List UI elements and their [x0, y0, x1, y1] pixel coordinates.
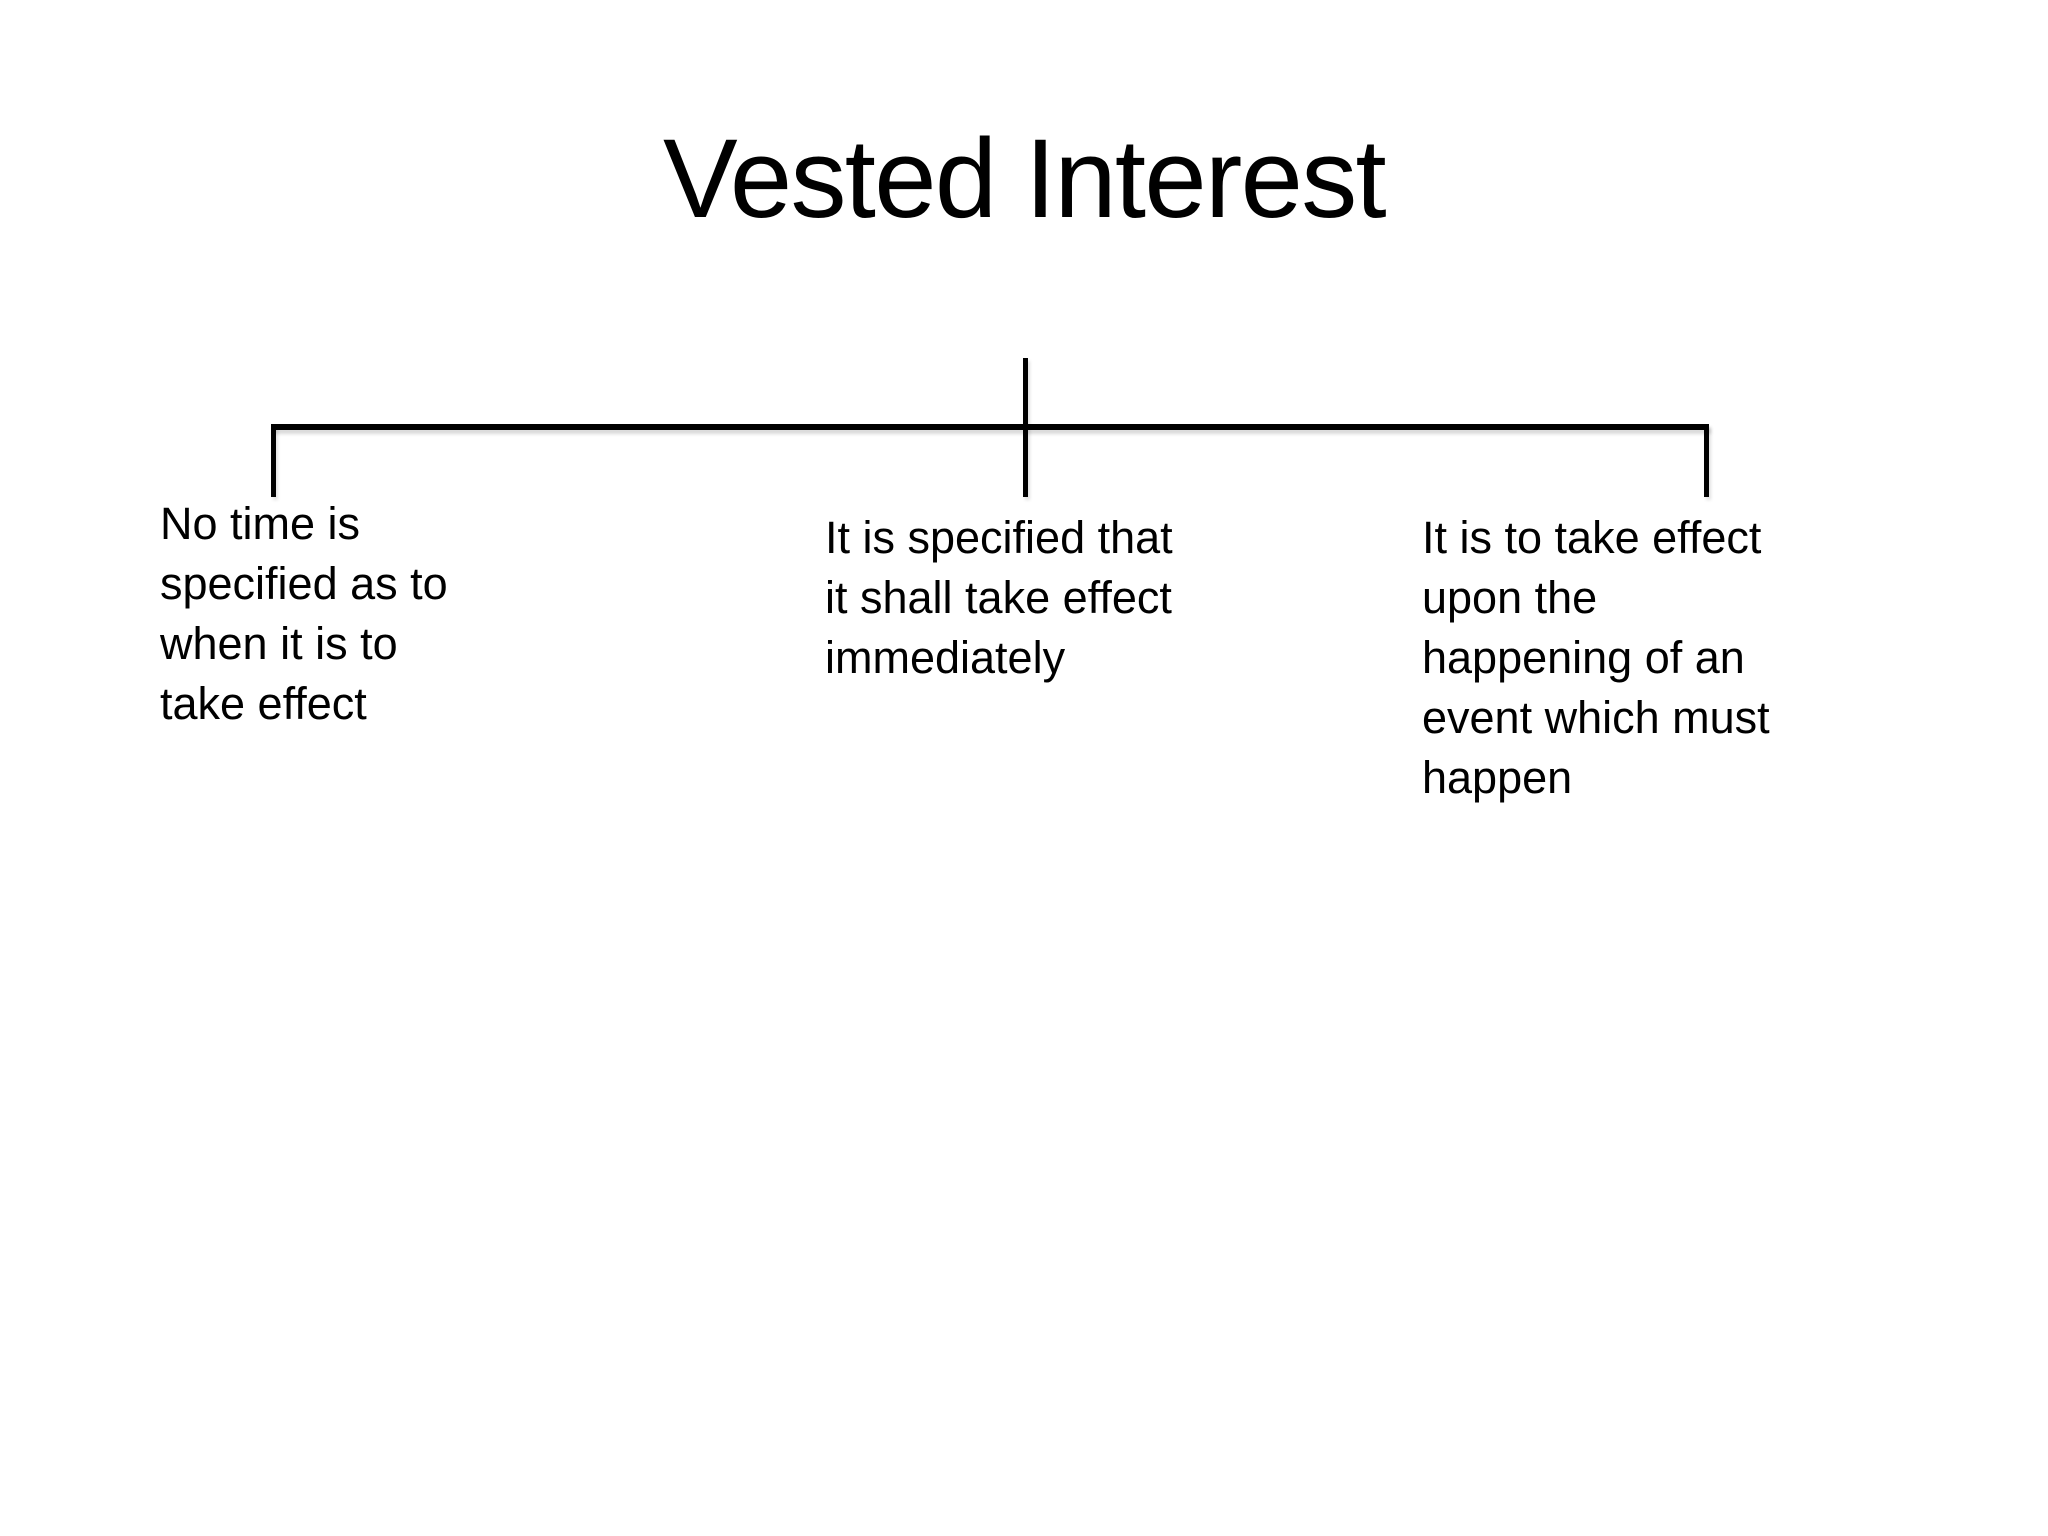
branch-label-no-time-specified: No time is specified as to when it is to…: [160, 498, 448, 729]
tree-horizontal-line: [271, 424, 1709, 430]
branch-label-effect-on-event: It is to take effect upon the happening …: [1422, 512, 1770, 803]
tree-left-drop-line: [271, 424, 276, 497]
tree-right-drop-line: [1704, 424, 1709, 497]
diagram-title: Vested Interest: [663, 116, 1387, 241]
branch-label-immediate-effect: It is specified that it shall take effec…: [825, 512, 1173, 683]
